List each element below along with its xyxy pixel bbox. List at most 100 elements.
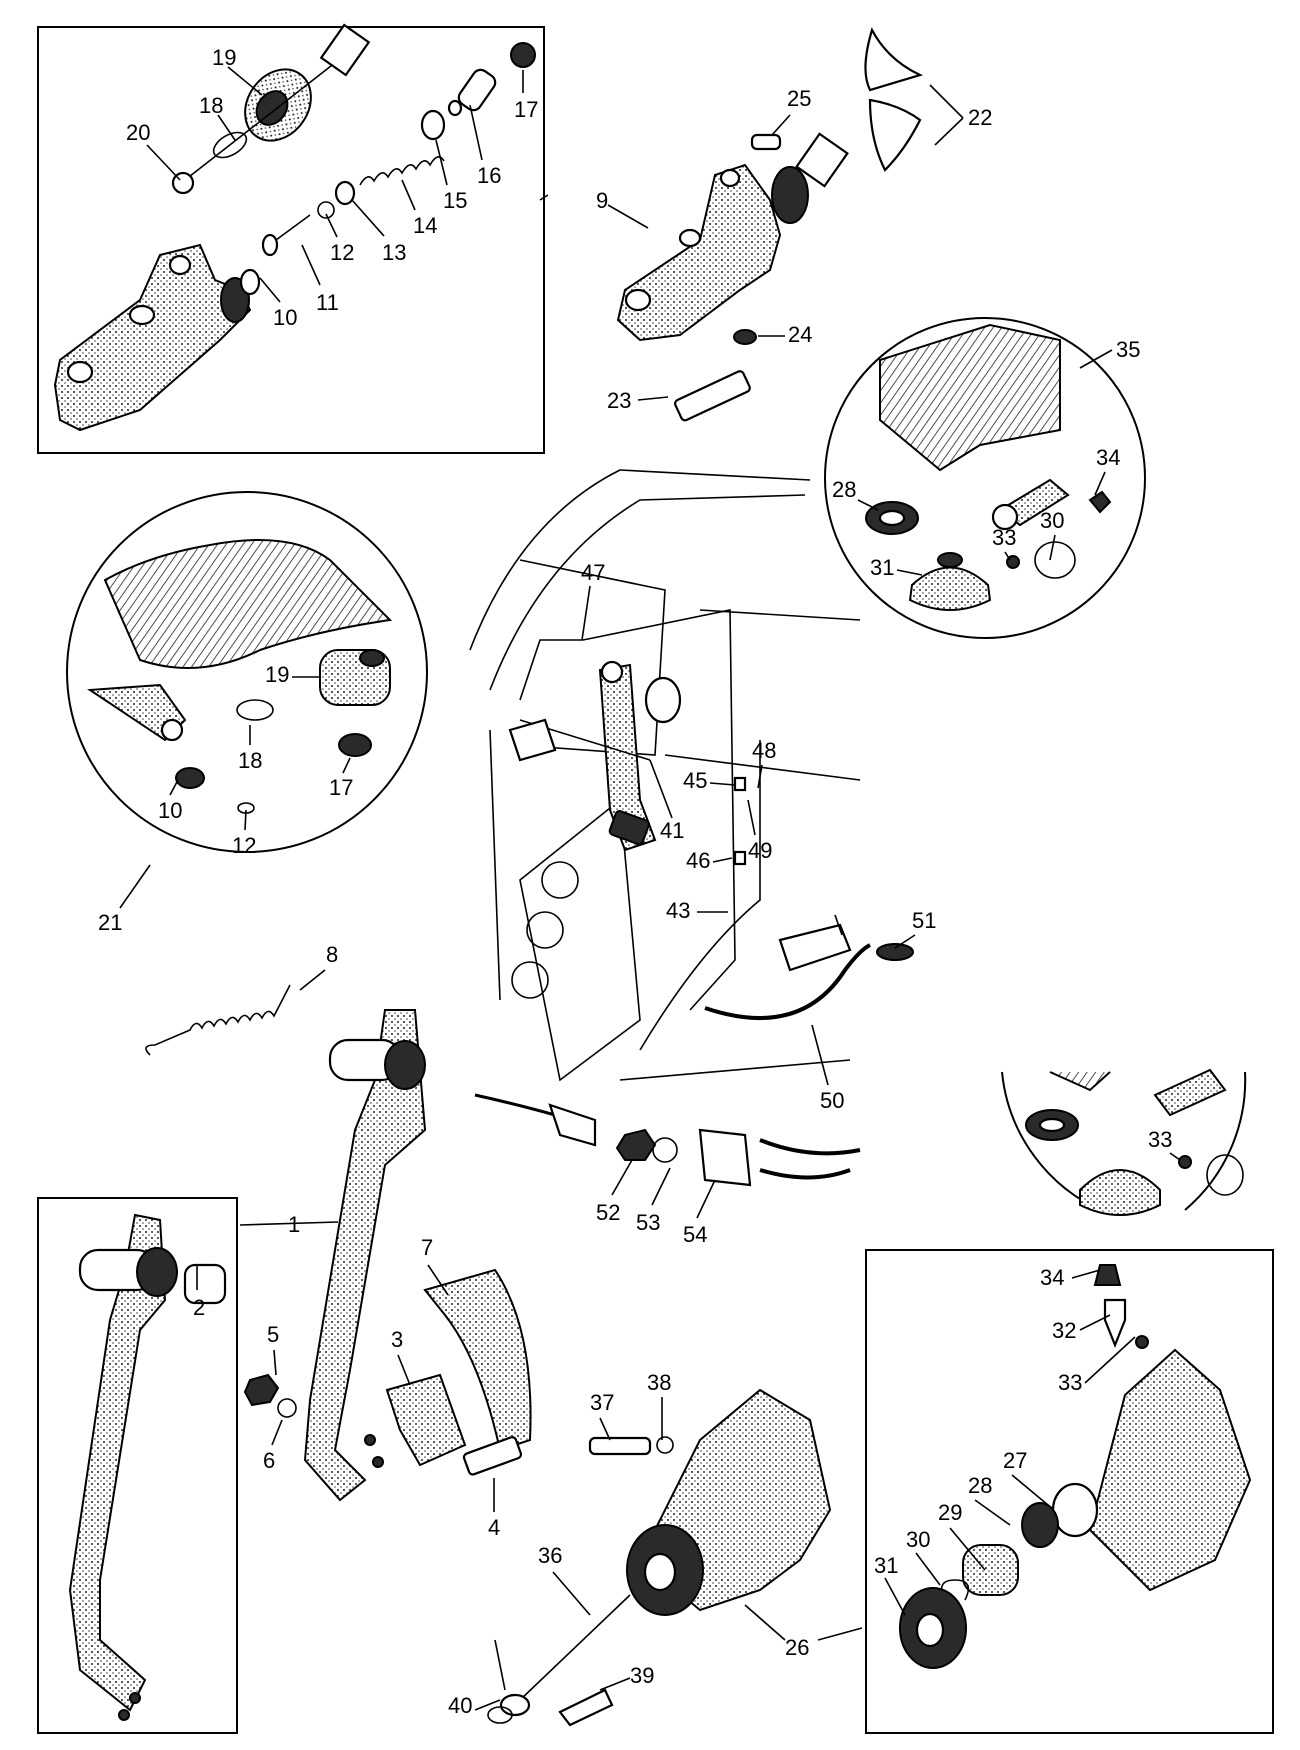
callout-leader-p22 (934, 117, 964, 146)
callout-label-p7: 7 (421, 1235, 433, 1260)
callout-leader-p45 (709, 782, 736, 786)
callout-label-p11: 11 (316, 290, 339, 315)
callout-leader-p30b (1049, 534, 1056, 561)
callout-leader-p21 (119, 864, 151, 909)
callout-leader-p33b (1004, 551, 1011, 561)
callout-label-p5: 5 (267, 1322, 279, 1347)
clutch-pedal-1 (303, 1009, 427, 1502)
callout-label-p50: 50 (820, 1088, 844, 1113)
callout-leader-p12 (325, 213, 338, 238)
callout-leader-p53 (651, 1167, 671, 1206)
callout-label-p27: 27 (1003, 1448, 1027, 1473)
kit-35-contents (865, 323, 1112, 611)
seal-kit-circle-21 (66, 491, 428, 853)
callout-label-p19b: 19 (265, 662, 289, 687)
callout-label-p19: 19 (212, 45, 236, 70)
callout-leader-p41 (649, 759, 673, 819)
callout-leader-p39 (599, 1677, 631, 1691)
callout-label-p18b: 18 (238, 748, 262, 773)
callout-leader-p26 (817, 1627, 863, 1641)
callout-leader-p9 (607, 204, 649, 229)
callout-leaders (119, 66, 1181, 1711)
callout-leader-p26 (744, 1604, 786, 1641)
callout-label-p31: 31 (874, 1553, 898, 1578)
callout-leader-p50 (811, 1024, 829, 1086)
callout-leader-p5 (273, 1349, 277, 1376)
callout-label-p35: 35 (1116, 337, 1140, 362)
callout-leader-p22 (929, 84, 964, 119)
callout-label-p30: 30 (906, 1527, 930, 1552)
callout-leader-p37 (599, 1417, 611, 1441)
return-spring-8 (145, 984, 291, 1056)
callout-leader-p17b (342, 757, 351, 774)
cover-plates-22 (864, 27, 924, 172)
callout-label-p39: 39 (630, 1663, 654, 1688)
callout-label-p3: 3 (391, 1327, 403, 1352)
callout-leader-p10b (169, 779, 179, 796)
callout-label-p34b: 34 (1096, 445, 1120, 470)
callout-label-p20: 20 (126, 120, 150, 145)
callout-label-p4: 4 (488, 1515, 500, 1540)
callout-label-p37: 37 (590, 1390, 614, 1415)
callout-leader-p8 (299, 969, 326, 991)
callout-leader-p51 (894, 934, 916, 949)
callout-label-p51: 51 (912, 908, 936, 933)
callout-leader-p9 (539, 194, 549, 201)
callout-label-p15: 15 (443, 188, 467, 213)
callout-label-p10b: 10 (158, 798, 182, 823)
seal-kit-circle-35 (824, 317, 1146, 639)
callout-label-p30b: 30 (1040, 508, 1064, 533)
callout-label-p33: 33 (1058, 1370, 1082, 1395)
callout-label-p26: 26 (785, 1635, 809, 1660)
callout-leader-p10 (259, 277, 281, 303)
callout-leader-p36 (552, 1571, 591, 1616)
callout-leader-p16 (469, 104, 483, 161)
callout-leader-p32 (1079, 1314, 1111, 1331)
callout-label-p14: 14 (413, 213, 437, 238)
callout-label-p32: 32 (1052, 1318, 1076, 1343)
callout-label-p29: 29 (938, 1500, 962, 1525)
callout-leader-p23 (637, 396, 669, 401)
callout-label-p33c: 33 (1148, 1127, 1172, 1152)
kit-21-contents (87, 539, 393, 814)
callout-label-p41: 41 (660, 818, 684, 843)
callout-leader-p28 (974, 1499, 1011, 1526)
callout-leader-p40 (474, 1699, 501, 1711)
callout-label-p17b: 17 (329, 775, 353, 800)
master-cylinder-9 (616, 132, 849, 422)
callout-leader-p3 (397, 1354, 411, 1386)
callout-label-p28b: 28 (832, 477, 856, 502)
pushrod-assembly (171, 23, 371, 195)
piston-assembly (239, 42, 536, 296)
callout-leader-p33 (1084, 1336, 1136, 1384)
car-body-outline (469, 469, 861, 1082)
callout-label-p6: 6 (263, 1448, 275, 1473)
slave-cylinder-exploded-box (865, 1249, 1274, 1734)
slave-cylinder-exploded (899, 1264, 1252, 1669)
callout-leader-p20 (146, 144, 181, 181)
callout-leader-p18 (217, 114, 236, 141)
master-cylinder-exploded-box (37, 26, 545, 454)
callout-leader-p47 (581, 585, 591, 641)
callout-label-p38: 38 (647, 1370, 671, 1395)
callout-leader-p49 (747, 799, 756, 836)
callout-leader-p19 (227, 66, 263, 96)
master-cylinder-body-exploded (53, 243, 252, 432)
callout-leader-p29 (949, 1527, 986, 1571)
callout-label-p31b: 31 (870, 555, 894, 580)
callout-label-p46: 46 (686, 848, 710, 873)
callout-label-p33b: 33 (992, 525, 1016, 550)
alt-pedal-box-contents (68, 1213, 227, 1721)
callout-label-p53: 53 (636, 1210, 660, 1235)
callout-label-p49: 49 (748, 838, 772, 863)
pedal-assembly-installed (508, 609, 914, 1020)
callout-label-p12b: 12 (232, 833, 256, 858)
callout-leader-p13 (351, 199, 385, 237)
callout-label-p1: 1 (288, 1212, 300, 1237)
callout-label-p45: 45 (683, 768, 707, 793)
pedal-hardware (243, 1268, 532, 1476)
callout-leader-p7 (427, 1264, 449, 1296)
callout-label-p17: 17 (514, 97, 538, 122)
callout-leader-p34b (1094, 471, 1106, 496)
callout-leader-p25 (771, 114, 791, 136)
